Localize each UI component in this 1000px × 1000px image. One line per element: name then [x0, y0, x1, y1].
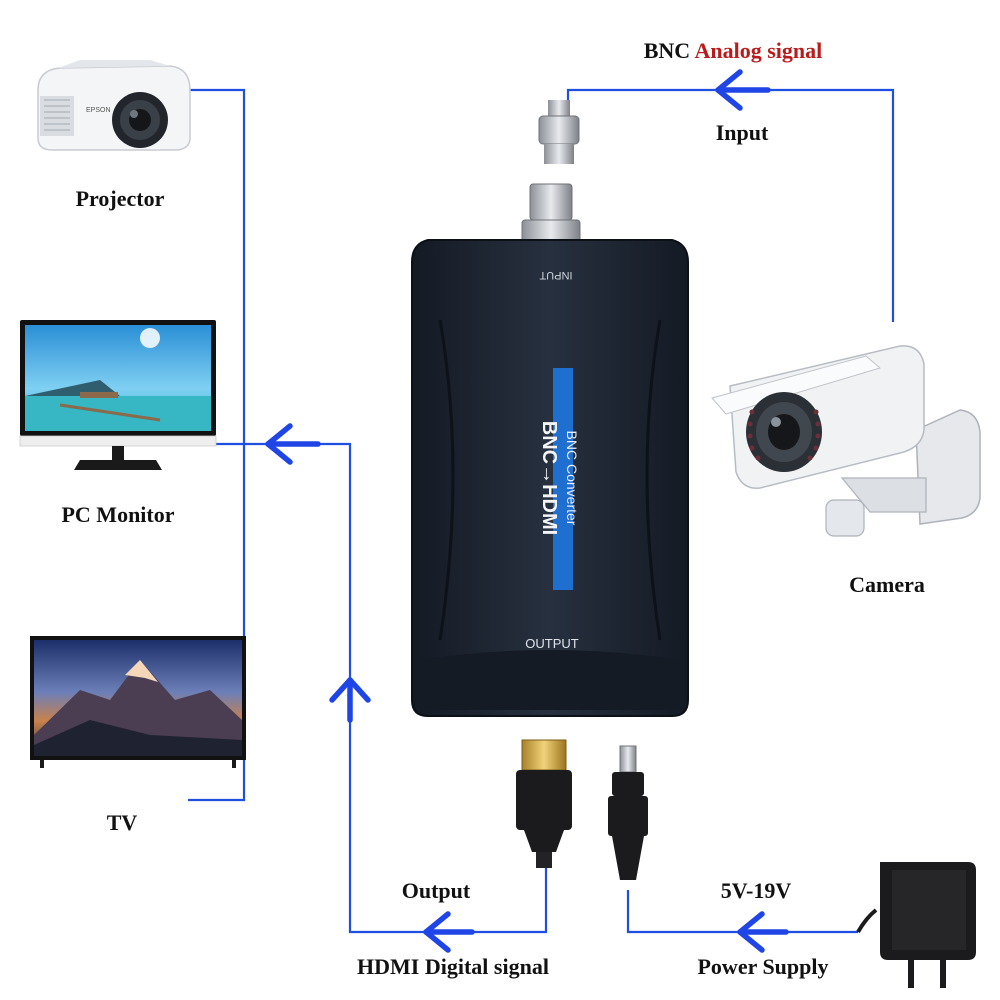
tv-image [30, 636, 246, 768]
power-supply-label: Power Supply [697, 954, 829, 979]
projector-label: Projector [75, 186, 165, 211]
voltage-label: 5V-19V [720, 878, 792, 903]
arrow-pc-monitor-left [265, 423, 321, 465]
device-brand-main: BNC→HDMI [538, 421, 560, 535]
title-highlight: Analog signal [694, 38, 823, 63]
pc-monitor-label: PC Monitor [61, 502, 175, 527]
projector-image: EPSON [37, 60, 191, 151]
input-port-label: INPUT [539, 269, 572, 281]
pc-monitor-image [19, 320, 217, 470]
tv-label: TV [106, 810, 138, 835]
output-label: Output [401, 878, 471, 903]
arrow-output-left [423, 911, 475, 953]
hdmi-plug [516, 739, 572, 868]
flow-arrows [265, 69, 789, 953]
arrow-bus-up [329, 677, 371, 723]
title-bnc-analog-signal: BNC Analog signal [644, 38, 823, 64]
output-port-label: OUTPUT [525, 636, 579, 651]
brand-stripe [553, 368, 573, 590]
arrow-input-left [715, 69, 771, 111]
title-prefix: BNC [643, 38, 691, 63]
camera-label: Camera [849, 572, 925, 597]
camera-image [711, 345, 981, 537]
bnc-hdmi-converter: INPUT OUTPUT BNC→HDMI BNC Converter [411, 239, 689, 717]
arrow-power-left [737, 911, 789, 953]
hdmi-digital-signal-label: HDMI Digital signal [357, 954, 549, 979]
projector-brand-text: EPSON [86, 107, 111, 114]
bnc-connector-top [538, 100, 580, 164]
power-adapter [856, 862, 976, 988]
dc-power-plug [608, 745, 648, 880]
bnc-connector-device [521, 183, 581, 247]
device-brand-sub: BNC Converter [564, 431, 580, 526]
input-label: Input [715, 120, 769, 145]
